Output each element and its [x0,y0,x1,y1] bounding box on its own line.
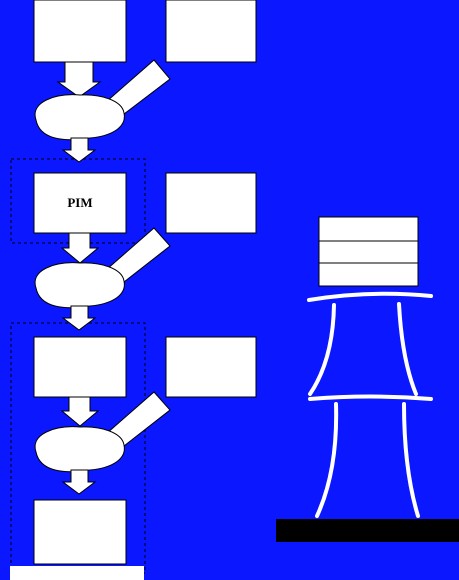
pim-box [33,172,127,234]
top-model-box [33,0,127,63]
arrow-down-3b [61,469,97,495]
transform-bubble-2 [34,262,125,309]
arrow-down-3a [60,396,100,427]
tower-crossbar-top [307,291,433,302]
pim-mapping-box [165,172,257,234]
arrow-down-1a [56,61,102,98]
tower-right-leg-lower [402,402,420,518]
code-box [33,499,127,565]
arrow-down-2a [60,232,100,264]
top-mapping-box [165,0,257,63]
stack-layer-top [318,216,419,242]
psm-box [33,336,127,398]
arrow-down-1b [61,137,97,163]
platform-tower [307,291,433,518]
tower-right-leg-upper [397,302,418,396]
platform-stack [318,216,419,287]
psm-mapping-box [165,336,257,398]
tower-left-leg-upper [308,303,336,396]
tower-left-leg-lower [315,402,339,518]
platform-base [276,519,459,542]
stack-layer-middle [318,240,419,264]
arrow-down-2b [61,305,97,331]
tower-crossbar-middle [308,394,433,401]
transform-bubble-1 [34,94,125,141]
pim-label: PIM [67,195,92,210]
stack-layer-bottom [318,262,419,287]
bottom-artifact-box [10,566,144,580]
transform-bubble-3 [34,426,125,473]
